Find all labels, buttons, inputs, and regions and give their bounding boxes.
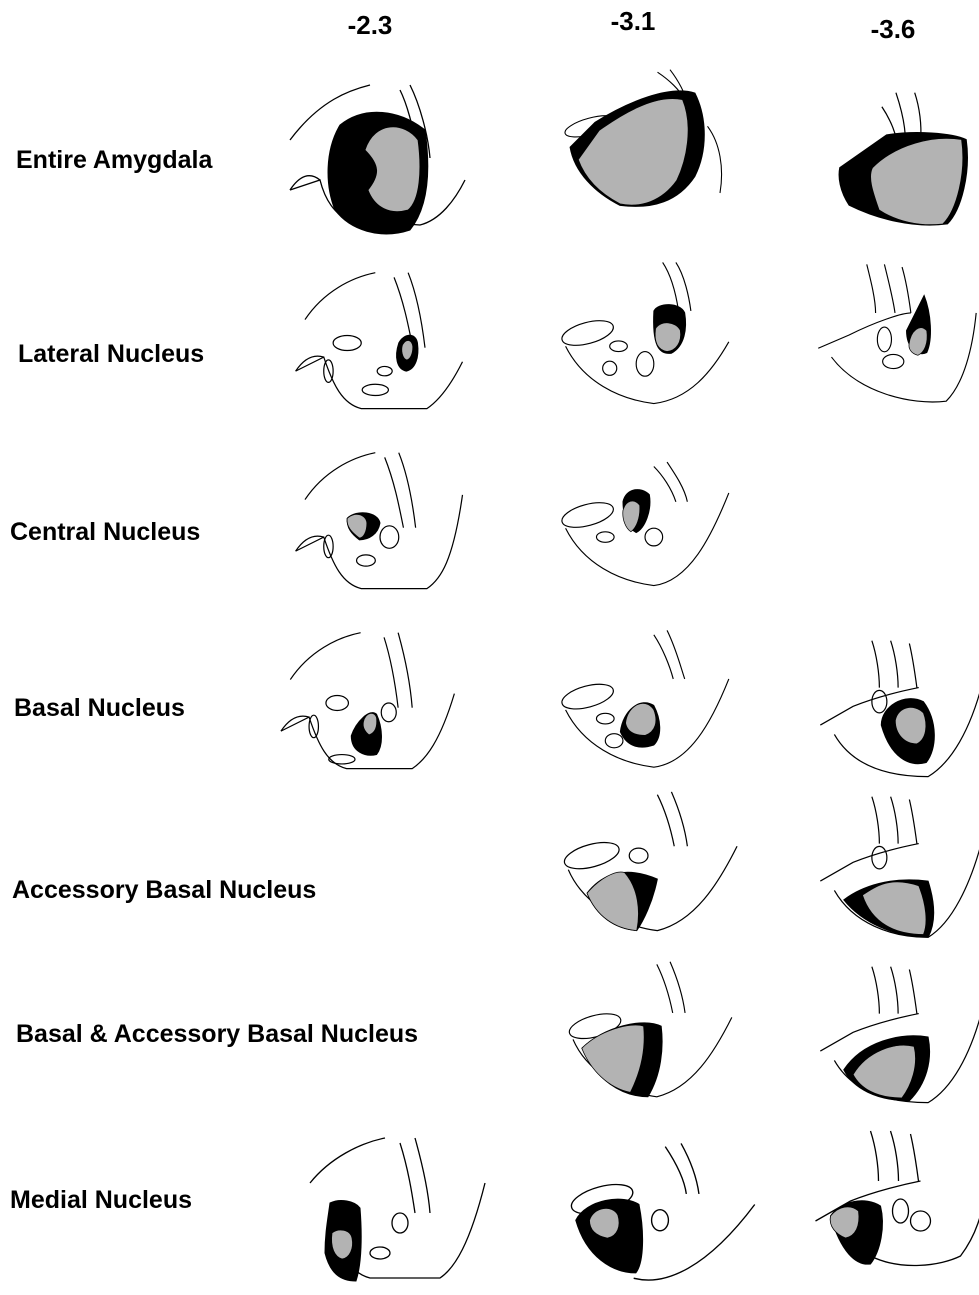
row-label-entire-amygdala: Entire Amygdala (16, 146, 212, 175)
column-header-ap-2-3: -2.3 (310, 10, 430, 41)
row-label-basal-accessory-basal-nucleus: Basal & Accessory Basal Nucleus (16, 1020, 418, 1049)
row-label-basal-nucleus: Basal Nucleus (14, 694, 185, 723)
section-basal-nucleus-ap-3-6 (800, 636, 979, 786)
section-central-nucleus-ap-2-3 (280, 448, 480, 598)
row-label-central-nucleus: Central Nucleus (10, 518, 200, 547)
section-lateral-nucleus-ap-3-1 (545, 258, 745, 408)
row-label-lateral-nucleus: Lateral Nucleus (18, 340, 204, 369)
row-label-medial-nucleus: Medial Nucleus (10, 1186, 192, 1215)
section-accessory-basal-nucleus-ap-3-1 (548, 790, 748, 940)
section-basal-accessory-basal-nucleus-ap-3-1 (548, 960, 748, 1110)
row-label-accessory-basal-nucleus: Accessory Basal Nucleus (12, 876, 316, 905)
column-header-ap-3-6: -3.6 (833, 14, 953, 45)
section-entire-amygdala-ap-2-3 (280, 80, 480, 230)
section-medial-nucleus-ap-3-6 (800, 1126, 979, 1276)
section-basal-accessory-basal-nucleus-ap-3-6 (800, 962, 979, 1112)
section-accessory-basal-nucleus-ap-3-6 (800, 792, 979, 942)
section-entire-amygdala-ap-3-1 (545, 68, 745, 218)
section-basal-nucleus-ap-2-3 (270, 628, 470, 778)
section-medial-nucleus-ap-2-3 (290, 1132, 490, 1282)
section-medial-nucleus-ap-3-1 (560, 1140, 760, 1290)
section-lateral-nucleus-ap-3-6 (795, 260, 979, 410)
column-header-ap-3-1: -3.1 (573, 6, 693, 37)
section-entire-amygdala-ap-3-6 (810, 88, 979, 238)
section-central-nucleus-ap-3-1 (545, 440, 745, 590)
section-basal-nucleus-ap-3-1 (545, 626, 745, 776)
section-lateral-nucleus-ap-2-3 (280, 268, 480, 418)
